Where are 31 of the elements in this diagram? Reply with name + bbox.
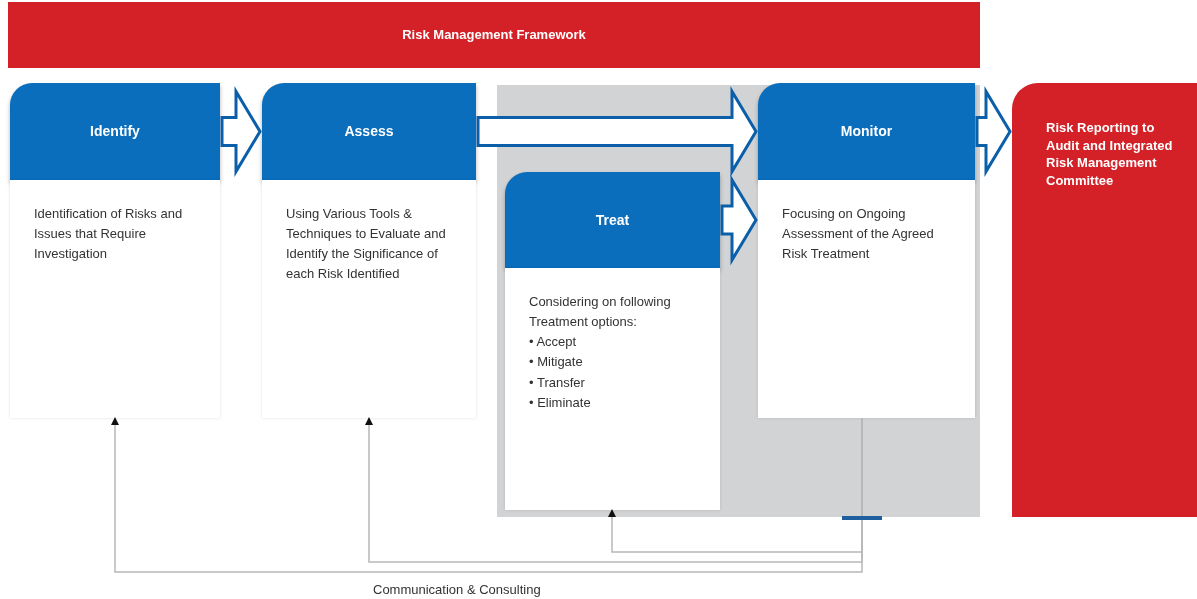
description-card [262, 180, 476, 418]
block-arrow [476, 86, 758, 177]
stage-header [505, 172, 720, 268]
stage-header [10, 83, 220, 180]
node-text: Risk Reporting to Audit and Integrated Risk Management Committee [1046, 119, 1174, 190]
feedback-arrow [111, 417, 863, 573]
node-text: Using Various Tools & Techniques to Evaluate and Identify the Significance of each Risk Identified [286, 205, 447, 284]
node-text: Focusing on Ongoing Assessment of the Agreed Risk Treatment [782, 205, 935, 264]
block-arrow [975, 86, 1012, 177]
node-text: • Transfer [529, 373, 586, 392]
title-banner [8, 2, 980, 68]
description-card [505, 268, 720, 510]
description-card [10, 180, 220, 418]
node-text: Treat [595, 210, 630, 230]
node-text: • Accept [529, 333, 578, 352]
description-card [758, 180, 975, 418]
process-label: Communication & Consulting [373, 581, 541, 599]
node-text: Considering on following Treatment options: [529, 293, 672, 332]
node-text: Identify [90, 122, 140, 141]
block-arrow [220, 86, 262, 177]
node-text: Identification of Risks and Issues that Require Investigation [34, 205, 184, 264]
feedback-arrow [365, 417, 863, 563]
node-text: Assess [344, 122, 394, 141]
node-text: • Eliminate [529, 393, 592, 412]
block-arrow [720, 174, 758, 266]
node-text: • Mitigate [529, 353, 584, 372]
node-text: Risk Management Framework [402, 26, 586, 45]
stage-header [262, 83, 476, 180]
stage-header [758, 83, 975, 180]
node-text: Monitor [840, 122, 893, 141]
report-box [1012, 83, 1197, 517]
